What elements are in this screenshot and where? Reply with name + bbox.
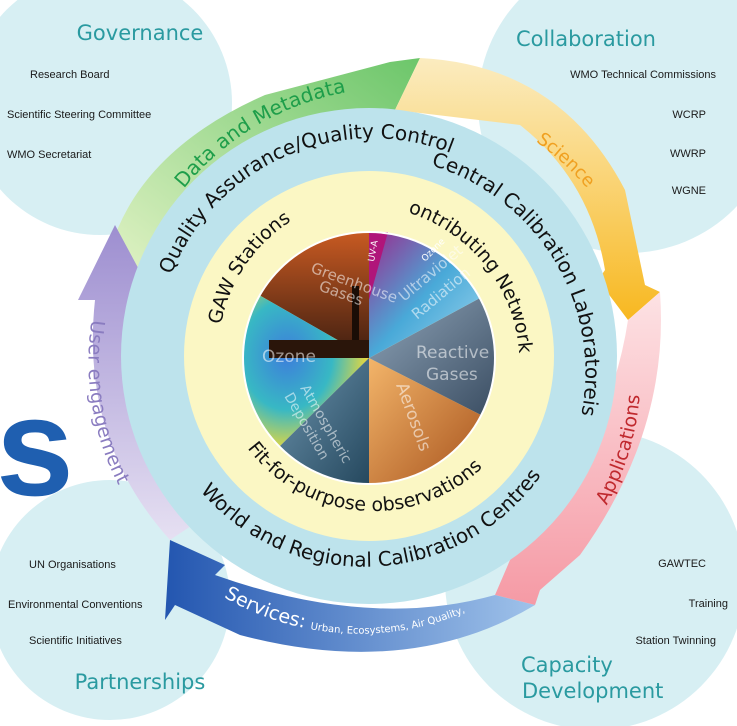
reactive-label-1: Reactive [416,343,489,363]
governance-item: Research Board [30,69,110,81]
ozone-wedge-label: Ozone [262,347,316,367]
collaboration-item: WMO Technical Commissions [570,69,716,81]
reactive-label-2: Gases [426,365,478,385]
uva-label: UV-A [367,239,381,263]
capacity-item: GAWTEC [658,558,706,570]
capacity-item: Training [689,598,728,610]
collaboration-item: WGNE [672,185,706,197]
governance-item: Scientific Steering Committee [7,109,151,121]
capacity-title-line1: Capacity [521,653,613,677]
aerosols-wedge [369,358,481,484]
capacity-item: Station Twinning [635,635,716,647]
collaboration-item: WWRP [670,148,706,160]
center-wedges [242,231,496,485]
partnerships-circle [0,480,230,720]
governance-item: WMO Secretariat [7,149,91,161]
partnerships-item: Scientific Initiatives [29,635,122,647]
services-arrow [165,540,535,652]
collaboration-item: WCRP [672,109,706,121]
partnerships-item: Environmental Conventions [8,599,143,611]
reactive-gases-wedge [369,298,495,415]
partnerships-title: Partnerships [75,670,206,694]
science-arrow [395,58,660,320]
factory-silhouette [269,340,369,358]
user-engagement-arrow [78,225,200,540]
capacity-title-line2: Development [522,679,663,703]
governance-title: Governance [77,21,204,45]
chimney-silhouette [352,286,359,358]
partnerships-item: UN Organisations [29,559,116,571]
wedge-outline [242,231,496,485]
ozone-wedge [242,295,369,446]
collaboration-title: Collaboration [516,27,656,51]
uva-band [369,232,388,300]
atmospheric-deposition-wedge [280,358,369,484]
